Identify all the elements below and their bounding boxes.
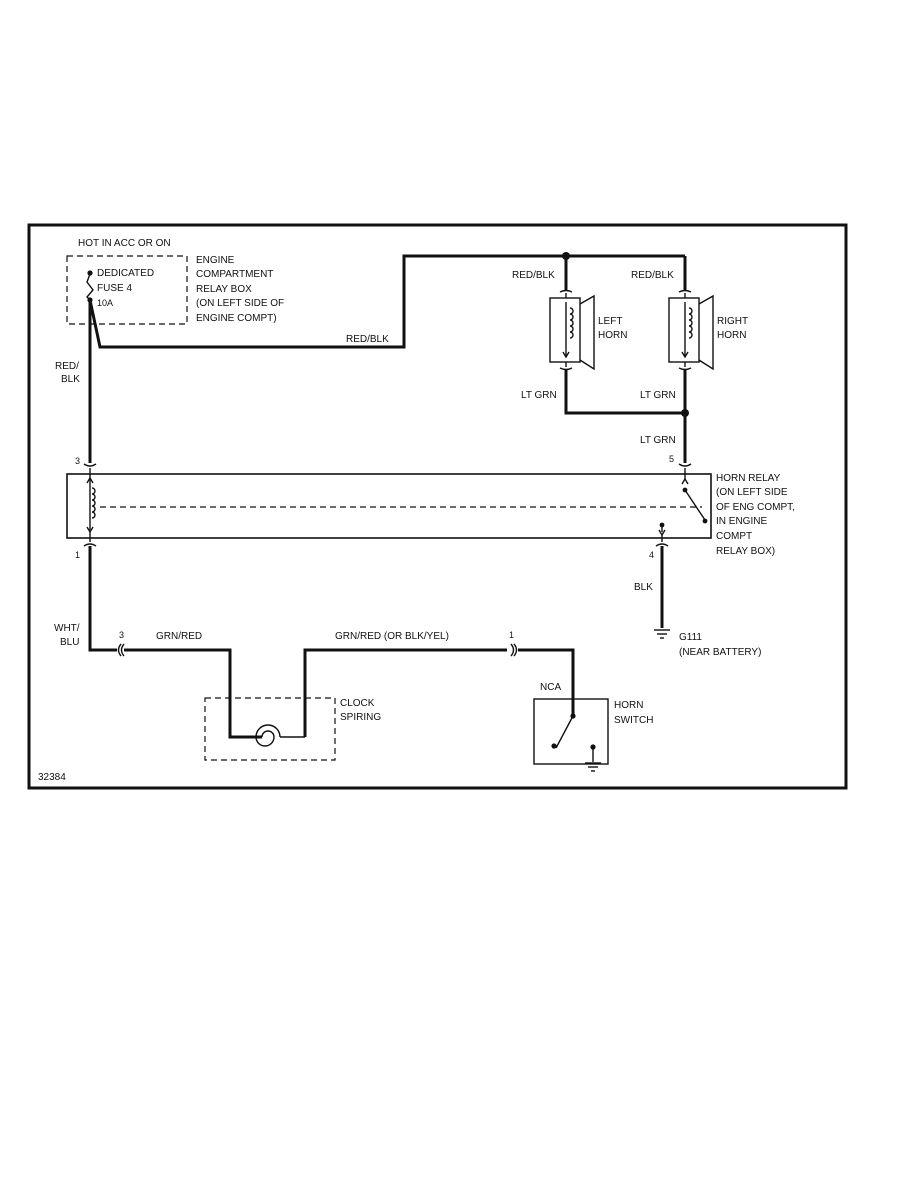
wire-relay-to-clock xyxy=(88,546,117,652)
horns-to-relay-label: LT GRN xyxy=(640,435,676,446)
right-horn-label: RIGHT HORN xyxy=(717,316,748,341)
svg-text:(NEAR BATTERY): (NEAR BATTERY) xyxy=(679,647,761,658)
connector-3-label: 3 xyxy=(119,630,124,640)
horn-relay-label: HORN RELAY (ON LEFT SIDE OF ENG COMPT, I… xyxy=(716,473,795,557)
wire-clock-in-label: GRN/RED xyxy=(156,631,202,642)
diagram-frame xyxy=(27,223,848,790)
horn-relay xyxy=(66,463,712,547)
svg-text:RED/: RED/ xyxy=(55,361,79,372)
clock-spring-label: CLOCK SPIRING xyxy=(340,698,381,723)
wire-clock-out xyxy=(303,648,507,737)
connector-1-label: 1 xyxy=(509,630,514,640)
relay-box-label: ENGINE COMPARTMENT RELAY BOX (ON LEFT SI… xyxy=(196,255,284,324)
ground-g111 xyxy=(654,629,670,639)
relay-to-ground-label: BLK xyxy=(634,582,653,593)
svg-text:LEFT: LEFT xyxy=(598,316,622,327)
svg-text:ENGINE: ENGINE xyxy=(196,255,235,266)
relay-pin-3: 3 xyxy=(75,456,80,466)
svg-text:RELAY BOX: RELAY BOX xyxy=(196,284,252,295)
splice-lower xyxy=(681,409,689,417)
svg-text:FUSE 4: FUSE 4 xyxy=(97,283,132,294)
connector-3 xyxy=(117,643,125,657)
wire-fuse-to-horns-label: RED/BLK xyxy=(346,334,389,345)
diagram-id: 32384 xyxy=(38,772,66,783)
right-horn xyxy=(668,289,714,371)
right-horn-feed-label: RED/BLK xyxy=(631,270,674,281)
svg-text:SWITCH: SWITCH xyxy=(614,715,653,726)
ground-g111-label: G111 (NEAR BATTERY) xyxy=(679,632,761,658)
svg-text:G111: G111 xyxy=(679,632,702,643)
svg-text:10A: 10A xyxy=(97,298,113,308)
svg-text:IN ENGINE: IN ENGINE xyxy=(716,516,767,527)
wire-left-horn-return xyxy=(564,369,685,415)
svg-text:COMPARTMENT: COMPARTMENT xyxy=(196,269,273,280)
power-label: HOT IN ACC OR ON xyxy=(78,238,171,249)
svg-text:COMPT: COMPT xyxy=(716,531,752,542)
wire-switch-feed xyxy=(518,648,575,716)
right-horn-return-label: LT GRN xyxy=(640,390,676,401)
wire-clock-out-label: GRN/RED (OR BLK/YEL) xyxy=(335,631,449,642)
clock-spring xyxy=(204,697,336,761)
wire-fuse-to-relay-label: RED/ BLK xyxy=(55,361,80,385)
wire-relay-to-clock-label: WHT/ BLU xyxy=(54,623,80,648)
horn-switch-label: HORN SWITCH xyxy=(614,700,653,726)
fuse-label: DEDICATED FUSE 4 10A xyxy=(97,268,154,308)
svg-text:SPIRING: SPIRING xyxy=(340,712,381,723)
svg-text:HORN: HORN xyxy=(614,700,643,711)
svg-text:HORN RELAY: HORN RELAY xyxy=(716,473,781,484)
svg-text:DEDICATED: DEDICATED xyxy=(97,268,154,279)
svg-text:ENGINE COMPT): ENGINE COMPT) xyxy=(196,313,277,324)
horn-switch-nca: NCA xyxy=(540,682,561,693)
svg-text:BLU: BLU xyxy=(60,637,79,648)
connector-1 xyxy=(510,643,518,657)
relay-pin-4: 4 xyxy=(649,550,654,560)
svg-text:WHT/: WHT/ xyxy=(54,623,80,634)
wire-fuse-to-horns xyxy=(88,254,685,349)
svg-text:OF ENG COMPT,: OF ENG COMPT, xyxy=(716,502,795,513)
svg-text:(ON LEFT SIDE OF: (ON LEFT SIDE OF xyxy=(196,298,284,309)
wire-clock-in xyxy=(124,648,262,739)
svg-text:(ON LEFT SIDE: (ON LEFT SIDE xyxy=(716,487,788,498)
left-horn-return-label: LT GRN xyxy=(521,390,557,401)
left-horn xyxy=(549,289,595,371)
svg-text:RELAY BOX): RELAY BOX) xyxy=(716,546,775,557)
relay-pin-1: 1 xyxy=(75,550,80,560)
svg-text:HORN: HORN xyxy=(598,330,627,341)
svg-text:HORN: HORN xyxy=(717,330,746,341)
svg-text:RIGHT: RIGHT xyxy=(717,316,748,327)
horn-switch xyxy=(533,698,609,772)
left-horn-feed-label: RED/BLK xyxy=(512,270,555,281)
relay-pin-5: 5 xyxy=(669,454,674,464)
svg-text:CLOCK: CLOCK xyxy=(340,698,375,709)
left-horn-label: LEFT HORN xyxy=(598,316,627,341)
svg-text:BLK: BLK xyxy=(61,374,80,385)
